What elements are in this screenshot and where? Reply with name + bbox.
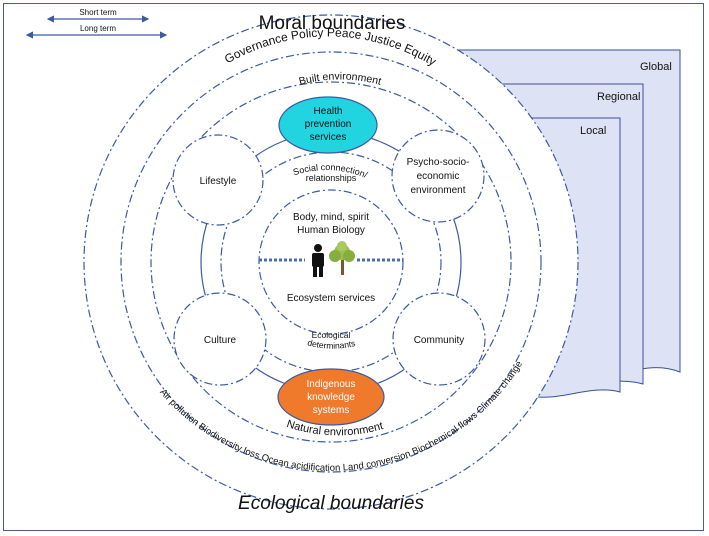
indigenous-line1: Indigenous <box>307 379 356 390</box>
psycho-socio-line1: Psycho-socio- <box>407 157 470 168</box>
tree-icon <box>329 241 355 275</box>
culture-circle <box>173 292 267 386</box>
center-core: Body, mind, spirit Human Biology Ecosyst… <box>259 212 403 304</box>
community-label: Community <box>414 335 465 346</box>
community-node: Community <box>392 292 486 386</box>
psycho-socio-circle <box>391 129 485 223</box>
community-circle <box>392 292 486 386</box>
indigenous-line2: knowledge <box>307 392 355 403</box>
psycho-socio-node: Psycho-socio- economic environment <box>391 129 485 223</box>
ecosystem-services-label: Ecosystem services <box>287 293 375 304</box>
body-mind-spirit-label: Body, mind, spirit <box>293 212 369 223</box>
regional-label: Regional <box>597 91 640 103</box>
human-biology-label: Human Biology <box>297 225 365 236</box>
moral-boundaries-title: Moral boundaries <box>259 13 406 34</box>
psycho-socio-line3: environment <box>410 185 465 196</box>
moral-item: Peace <box>327 25 363 42</box>
culture-label: Culture <box>204 335 237 346</box>
relationships-label: relationships <box>306 173 357 183</box>
short-term-label: Short term <box>79 8 117 17</box>
culture-node: Culture <box>173 292 267 386</box>
psycho-socio-line2: economic <box>417 171 460 182</box>
indigenous-line3: systems <box>313 405 350 416</box>
environment-ring <box>150 81 512 443</box>
person-icon <box>312 244 324 277</box>
built-environment-label: Built environment <box>298 70 383 87</box>
ecological-determinants-line1: Ecological <box>312 330 351 340</box>
lifestyle-circle <box>172 134 264 226</box>
local-label: Local <box>580 125 606 137</box>
health-prevention-line3: services <box>310 132 347 143</box>
health-prevention-line1: Health <box>314 106 343 117</box>
legend: Short term Long term <box>25 8 168 39</box>
indigenous-knowledge-node: Indigenous knowledge systems <box>277 368 385 426</box>
health-prevention-node: Health prevention services <box>278 96 378 154</box>
lifestyle-label: Lifestyle <box>200 176 237 187</box>
long-term-label: Long term <box>80 24 116 33</box>
global-label: Global <box>640 61 672 73</box>
ecological-boundaries-title: Ecological boundaries <box>238 493 424 514</box>
indigenous-knowledge-ellipse <box>277 368 385 426</box>
health-prevention-line2: prevention <box>305 119 352 130</box>
lifestyle-node: Lifestyle <box>172 134 264 226</box>
health-prevention-ellipse <box>278 96 378 154</box>
ecological-determinants-line2: determinants <box>307 337 357 350</box>
core-ring <box>258 189 404 335</box>
